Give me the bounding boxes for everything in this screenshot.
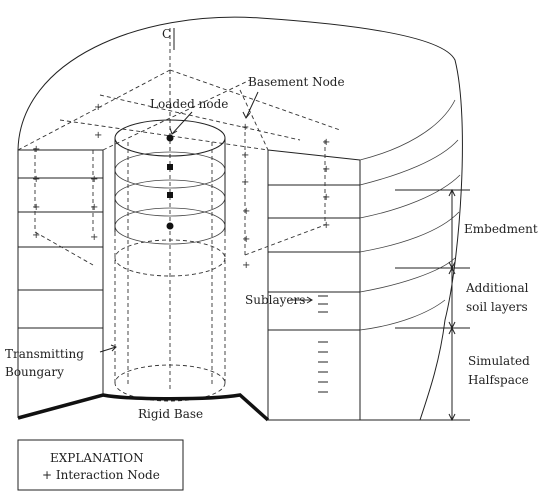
- outer-layer-curves: [360, 100, 460, 330]
- simulated-label-1: Simulated: [468, 354, 530, 368]
- svg-text:+: +: [241, 177, 249, 188]
- rigid-base-label: Rigid Base: [138, 407, 203, 421]
- additional-soil-label-2: soil layers: [466, 300, 528, 314]
- svg-text:+: +: [322, 192, 330, 203]
- svg-text:+: +: [90, 174, 98, 185]
- transmitting-label-1: Transmitting: [5, 347, 84, 361]
- svg-text:+: +: [90, 202, 98, 213]
- svg-text:+: +: [322, 164, 330, 175]
- explanation-title: EXPLANATION: [50, 451, 144, 465]
- explanation-box: EXPLANATION + Interaction Node: [18, 440, 183, 490]
- svg-text:+: +: [242, 234, 250, 245]
- embedment-label: Embedment: [464, 222, 538, 236]
- centerline-label: C: [162, 27, 171, 41]
- simulated-label-2: Halfspace: [468, 373, 529, 387]
- svg-text:+: +: [32, 230, 40, 241]
- sublayer-marks: [318, 296, 328, 392]
- svg-text:+: +: [242, 206, 250, 217]
- svg-text:+: +: [94, 102, 102, 113]
- svg-text:+: +: [32, 144, 40, 155]
- axis-node-3: [167, 223, 174, 230]
- transmitting-label-2: Boungary: [5, 365, 64, 379]
- axis-node-1: [167, 164, 173, 170]
- right-block: [268, 150, 360, 420]
- svg-text:+: +: [241, 122, 249, 133]
- interaction-nodes: + + + + + + + + + + + + + + + + + + +: [32, 102, 330, 271]
- svg-text:+: +: [32, 174, 40, 185]
- svg-text:+: +: [94, 130, 102, 141]
- additional-soil-label-1: Additional: [465, 281, 529, 295]
- svg-text:+: +: [322, 220, 330, 231]
- explanation-item: + Interaction Node: [42, 468, 160, 482]
- svg-text:+: +: [241, 150, 249, 161]
- basement-node-label: Basement Node: [248, 75, 345, 89]
- outer-top-boundary: [18, 17, 462, 420]
- svg-text:+: +: [242, 260, 250, 271]
- svg-text:+: +: [322, 137, 330, 148]
- axis-node-2: [167, 192, 173, 198]
- sublayers-label: Sublayers: [245, 293, 305, 307]
- svg-text:+: +: [90, 232, 98, 243]
- loaded-node-label: Loaded node: [150, 97, 228, 111]
- leader-arrows: [100, 92, 312, 352]
- svg-text:+: +: [32, 202, 40, 213]
- loaded-node: [167, 135, 174, 142]
